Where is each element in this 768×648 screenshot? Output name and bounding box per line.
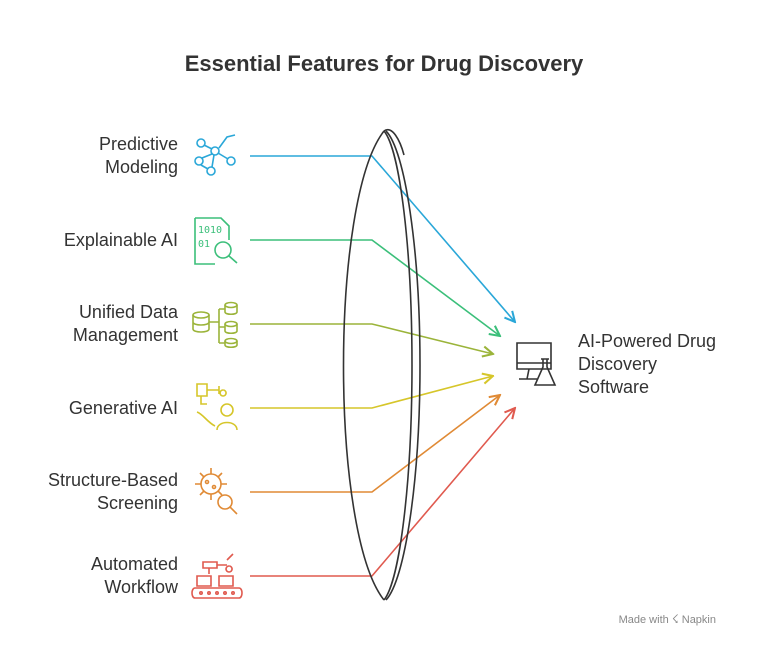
arrow-automated-workflow (250, 408, 515, 577)
arrow-predictive-modeling (250, 155, 515, 322)
target-label: AI-Powered Drug Discovery Software (578, 330, 758, 399)
page-title: Essential Features for Drug Discovery (184, 51, 584, 76)
arrow-generative-ai (250, 376, 493, 409)
feature-line: Explainable AI (63, 230, 178, 250)
feature-line: Automated (90, 554, 178, 574)
footer-prefix: Made with (618, 614, 669, 626)
svg-text:01: 01 (198, 239, 210, 250)
feature-line: Management (72, 325, 178, 345)
svg-text:1010: 1010 (198, 225, 222, 236)
feature-label-generative-ai: Generative AI (0, 397, 178, 420)
computer-flask-icon (516, 342, 557, 386)
molecule-search-icon (195, 468, 238, 515)
robot-arm-person-icon (196, 383, 238, 431)
database-network-icon (192, 301, 238, 349)
feature-arrows (250, 155, 515, 577)
feature-label-unified-data-management: Unified Data Management (0, 301, 178, 347)
napkin-logo-icon: ☇ (671, 612, 679, 626)
footer-brand: Napkin (681, 614, 716, 626)
feature-label-explainable-ai: Explainable AI (0, 229, 178, 252)
target-line: Discovery (578, 354, 658, 374)
network-nodes-icon (194, 134, 236, 176)
feature-line: Generative AI (68, 398, 178, 418)
feature-label-structure-based-screening: Structure-Based Screening (0, 469, 178, 515)
made-with-napkin-footer[interactable]: Made with ☇ Napkin (619, 612, 716, 626)
binary-document-search-icon: 1010 01 (194, 217, 238, 265)
arrow-unified-data-management (250, 323, 493, 354)
feature-line: Workflow (104, 577, 178, 597)
target-line: Software (578, 377, 650, 397)
feature-label-automated-workflow: Automated Workflow (0, 553, 178, 599)
lens-shape (342, 128, 421, 601)
feature-line: Predictive (98, 134, 178, 154)
feature-line: Structure-Based (47, 470, 178, 490)
target-line: AI-Powered Drug (578, 331, 717, 351)
arrow-explainable-ai (250, 239, 500, 336)
conveyor-robot-icon (191, 553, 243, 599)
feature-label-predictive-modeling: Predictive Modeling (0, 133, 178, 179)
feature-line: Modeling (104, 157, 178, 177)
arrow-structure-based-screening (250, 395, 500, 493)
feature-line: Unified Data (78, 302, 178, 322)
feature-line: Screening (96, 493, 178, 513)
